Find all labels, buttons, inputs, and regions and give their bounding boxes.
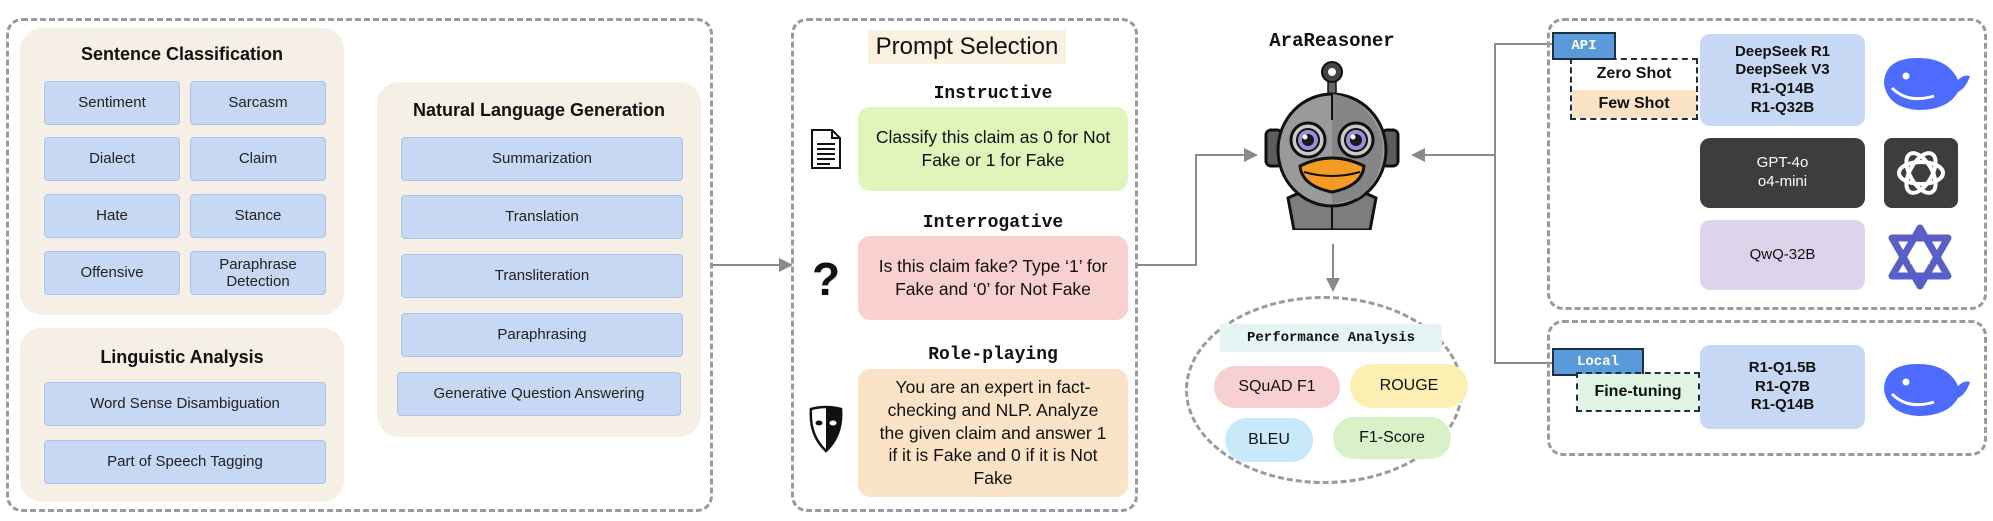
task-hate: Hate: [44, 194, 180, 238]
question-mark-icon: ?: [811, 253, 841, 305]
connector-prompts-horizontal: [1138, 264, 1196, 266]
task-word-sense-disambiguation: Word Sense Disambiguation: [44, 382, 326, 426]
metric-f1-score: F1-Score: [1333, 417, 1451, 459]
metric-squad-f1: SQuAD F1: [1214, 366, 1340, 408]
openai-logo-icon: [1884, 138, 1958, 208]
task-paraphrasing: Paraphrasing: [401, 313, 683, 357]
connector-prompts-to-reasoner: [1195, 154, 1247, 156]
api-qwen-models: QwQ-32B: [1700, 220, 1865, 290]
task-stance: Stance: [190, 194, 326, 238]
metric-rouge: ROUGE: [1350, 364, 1468, 408]
arrowhead-reasoner-to-performance: [1326, 278, 1340, 292]
task-paraphrase-detection: Paraphrase Detection: [190, 251, 326, 295]
performance-title: Performance Analysis: [1220, 324, 1442, 352]
model-r1-q14b-local: R1-Q14B: [1750, 396, 1815, 414]
connector-tasks-to-prompts: [713, 264, 783, 266]
document-icon: [808, 128, 844, 170]
task-part-of-speech-tagging: Part of Speech Tagging: [44, 440, 326, 484]
local-tag: Local: [1552, 348, 1644, 376]
deepseek-whale-icon: [1878, 44, 1974, 120]
qwen-logo-icon: [1884, 222, 1956, 292]
connector-models-to-reasoner: [1424, 154, 1496, 156]
robot-duck-icon: [1258, 58, 1406, 232]
prompt-instructive-text: Classify this claim as 0 for Not Fake or…: [858, 107, 1128, 191]
api-deepseek-models: DeepSeek R1 DeepSeek V3 R1-Q14B R1-Q32B: [1700, 34, 1865, 126]
linguistic-analysis-title: Linguistic Analysis: [100, 347, 264, 367]
task-claim: Claim: [190, 137, 326, 181]
nlg-title: Natural Language Generation: [412, 100, 666, 120]
task-generative-question-answering: Generative Question Answering: [397, 372, 681, 416]
sentence-classification-title: Sentence Classification: [80, 44, 284, 64]
connector-prompts-vertical: [1195, 154, 1197, 266]
model-r1-q7b: R1-Q7B: [1754, 377, 1810, 395]
deepseek-whale-icon: [1878, 350, 1974, 426]
model-r1-q14b: R1-Q14B: [1750, 80, 1815, 97]
task-dialect: Dialect: [44, 137, 180, 181]
model-deepseek-r1: DeepSeek R1: [1734, 42, 1831, 60]
model-r1-q1-5b: R1-Q1.5B: [1748, 358, 1817, 376]
api-shot-box: [1570, 58, 1698, 120]
arrowhead-tasks-to-prompts: [779, 258, 793, 272]
prompt-type-instructive: Instructive: [933, 84, 1053, 104]
zero-shot-label: Zero Shot: [1572, 60, 1696, 88]
arrowhead-prompts-to-reasoner: [1244, 148, 1258, 162]
model-r1-q32b: R1-Q32B: [1750, 98, 1815, 116]
arrowhead-models-to-reasoner: [1411, 148, 1425, 162]
task-offensive: Offensive: [44, 251, 180, 295]
reasoner-title: AraReasoner: [1269, 30, 1395, 52]
metric-bleu: BLEU: [1225, 418, 1313, 462]
prompt-type-interrogative: Interrogative: [922, 213, 1064, 233]
fine-tuning-label: Fine-tuning: [1578, 374, 1698, 410]
model-gpt-4o: GPT-4o: [1756, 154, 1809, 172]
task-sentiment: Sentiment: [44, 81, 180, 125]
prompt-selection-title: Prompt Selection: [868, 30, 1066, 64]
task-sarcasm: Sarcasm: [190, 81, 326, 125]
connector-reasoner-to-performance: [1332, 244, 1334, 280]
api-panel: [1547, 18, 1987, 310]
model-deepseek-v3: DeepSeek V3: [1735, 61, 1830, 79]
prompt-role-playing-text: You are an expert in fact-checking and N…: [858, 369, 1128, 497]
connector-models-trunk: [1494, 43, 1496, 363]
local-deepseek-models: R1-Q1.5B R1-Q7B R1-Q14B: [1700, 345, 1865, 429]
task-translation: Translation: [401, 195, 683, 239]
connector-local-branch: [1494, 362, 1554, 364]
api-tag: API: [1552, 32, 1616, 60]
prompt-type-role-playing: Role-playing: [928, 345, 1058, 365]
task-summarization: Summarization: [401, 137, 683, 181]
local-panel: [1547, 320, 1987, 456]
task-transliteration: Transliteration: [401, 254, 683, 298]
model-o4-mini: o4-mini: [1757, 173, 1808, 190]
model-qwq-32b: QwQ-32B: [1749, 245, 1816, 263]
few-shot-label: Few Shot: [1572, 90, 1696, 118]
prompt-interrogative-text: Is this claim fake? Type ‘1’ for Fake an…: [858, 236, 1128, 320]
theater-mask-icon: [806, 405, 846, 455]
connector-api-branch: [1494, 43, 1552, 45]
fine-tuning-box: [1576, 372, 1700, 412]
api-openai-models: GPT-4o o4-mini: [1700, 138, 1865, 208]
tasks-panel: [6, 18, 713, 512]
